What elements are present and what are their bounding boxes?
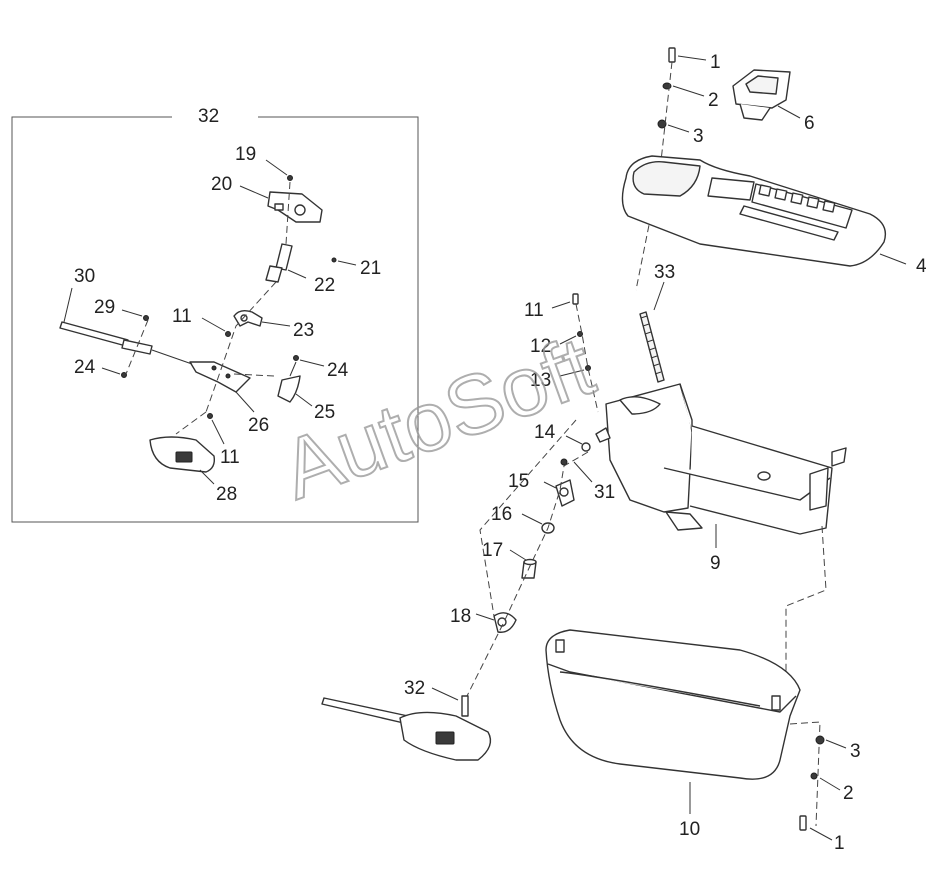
screw-29 bbox=[121, 309, 149, 321]
console-frame-9 bbox=[605, 383, 847, 548]
callout-4: 4 bbox=[916, 256, 927, 277]
screw-11-inset-bottom bbox=[207, 413, 225, 445]
callout-9: 9 bbox=[710, 553, 721, 574]
top-cover-4 bbox=[621, 155, 907, 267]
dash-to-28 bbox=[175, 411, 207, 435]
assembly-line-shifter bbox=[465, 451, 589, 699]
nut-15 bbox=[543, 458, 568, 489]
callout-24-left: 24 bbox=[74, 357, 96, 378]
callout-11-mid: 11 bbox=[524, 300, 544, 321]
washer-2-bottom bbox=[810, 772, 841, 791]
callout-12: 12 bbox=[530, 336, 551, 357]
assembly-line-left-bound bbox=[479, 419, 577, 617]
callout-labels: 1 2 3 6 4 32 19 20 21 22 30 29 11 23 24 … bbox=[74, 52, 927, 854]
console-insert-6 bbox=[732, 69, 801, 121]
assembly-line-right bbox=[785, 525, 827, 702]
callout-6: 6 bbox=[804, 113, 815, 134]
dash-26-25 bbox=[233, 373, 275, 377]
callout-16: 16 bbox=[491, 504, 512, 525]
callout-1-top: 1 bbox=[710, 52, 721, 73]
callout-32: 32 bbox=[404, 678, 425, 699]
washer-16 bbox=[521, 513, 555, 534]
assembly-32-inset-frame bbox=[11, 116, 419, 523]
dash-29-24 bbox=[125, 319, 149, 375]
assembly-line-inset bbox=[205, 181, 291, 413]
clip-31 bbox=[573, 427, 611, 483]
callout-21: 21 bbox=[360, 258, 381, 279]
callout-28: 28 bbox=[216, 484, 237, 505]
callout-15: 15 bbox=[508, 471, 529, 492]
callout-23: 23 bbox=[293, 320, 314, 341]
nut-13 bbox=[559, 365, 591, 377]
callout-2-bottom: 2 bbox=[843, 783, 854, 804]
storage-bin-10 bbox=[545, 629, 801, 814]
assembly-line-mid-screws bbox=[575, 303, 599, 413]
callout-3-top: 3 bbox=[693, 126, 704, 147]
callout-10: 10 bbox=[679, 819, 700, 840]
pin-21 bbox=[331, 257, 357, 266]
screw-11-mid bbox=[551, 293, 579, 309]
rod-30 bbox=[59, 287, 153, 355]
knob-14 bbox=[565, 435, 591, 452]
cam-25 bbox=[277, 361, 313, 407]
callout-20: 20 bbox=[211, 174, 232, 195]
callout-31: 31 bbox=[594, 482, 615, 503]
screw-24-left bbox=[101, 367, 127, 378]
screw-19 bbox=[265, 159, 293, 181]
callout-25: 25 bbox=[314, 402, 335, 423]
grommet-18 bbox=[475, 612, 517, 633]
callout-30: 30 bbox=[74, 266, 95, 287]
callout-2-top: 2 bbox=[708, 90, 719, 111]
nut-3-bottom bbox=[815, 735, 847, 749]
screw-11-inset-top bbox=[201, 317, 231, 337]
callout-1-bottom: 1 bbox=[834, 833, 845, 854]
callout-11-inset-top: 11 bbox=[172, 306, 192, 327]
callout-3-bottom: 3 bbox=[850, 741, 861, 762]
callout-24-right: 24 bbox=[327, 360, 349, 381]
shifter-assembly-32 bbox=[321, 687, 492, 761]
washer-12 bbox=[559, 331, 583, 345]
callout-26: 26 bbox=[248, 415, 269, 436]
callout-32-inset: 32 bbox=[198, 106, 219, 127]
callout-19: 19 bbox=[235, 144, 256, 165]
sleeve-22 bbox=[265, 243, 307, 283]
screw-1-top bbox=[668, 47, 707, 63]
assembly-line-bottom-right bbox=[789, 721, 821, 827]
lever-plate-26 bbox=[151, 349, 255, 413]
callout-22: 22 bbox=[314, 275, 335, 296]
callout-29: 29 bbox=[94, 297, 115, 318]
spring-33 bbox=[639, 281, 665, 383]
clip-23 bbox=[233, 309, 291, 327]
screw-24-right bbox=[293, 355, 325, 367]
screw-1-bottom bbox=[799, 815, 833, 841]
bracket-20 bbox=[239, 185, 323, 223]
shifter-base-28 bbox=[149, 436, 216, 485]
callout-14: 14 bbox=[534, 422, 556, 443]
callout-18: 18 bbox=[450, 606, 471, 627]
callout-13: 13 bbox=[530, 370, 551, 391]
bushing-17 bbox=[509, 549, 537, 579]
callout-11-inset-bottom: 11 bbox=[220, 447, 240, 468]
callout-33: 33 bbox=[654, 262, 675, 283]
callout-17: 17 bbox=[482, 540, 503, 561]
nut-3-top bbox=[657, 119, 690, 133]
assembly-line-top-left bbox=[635, 61, 673, 291]
